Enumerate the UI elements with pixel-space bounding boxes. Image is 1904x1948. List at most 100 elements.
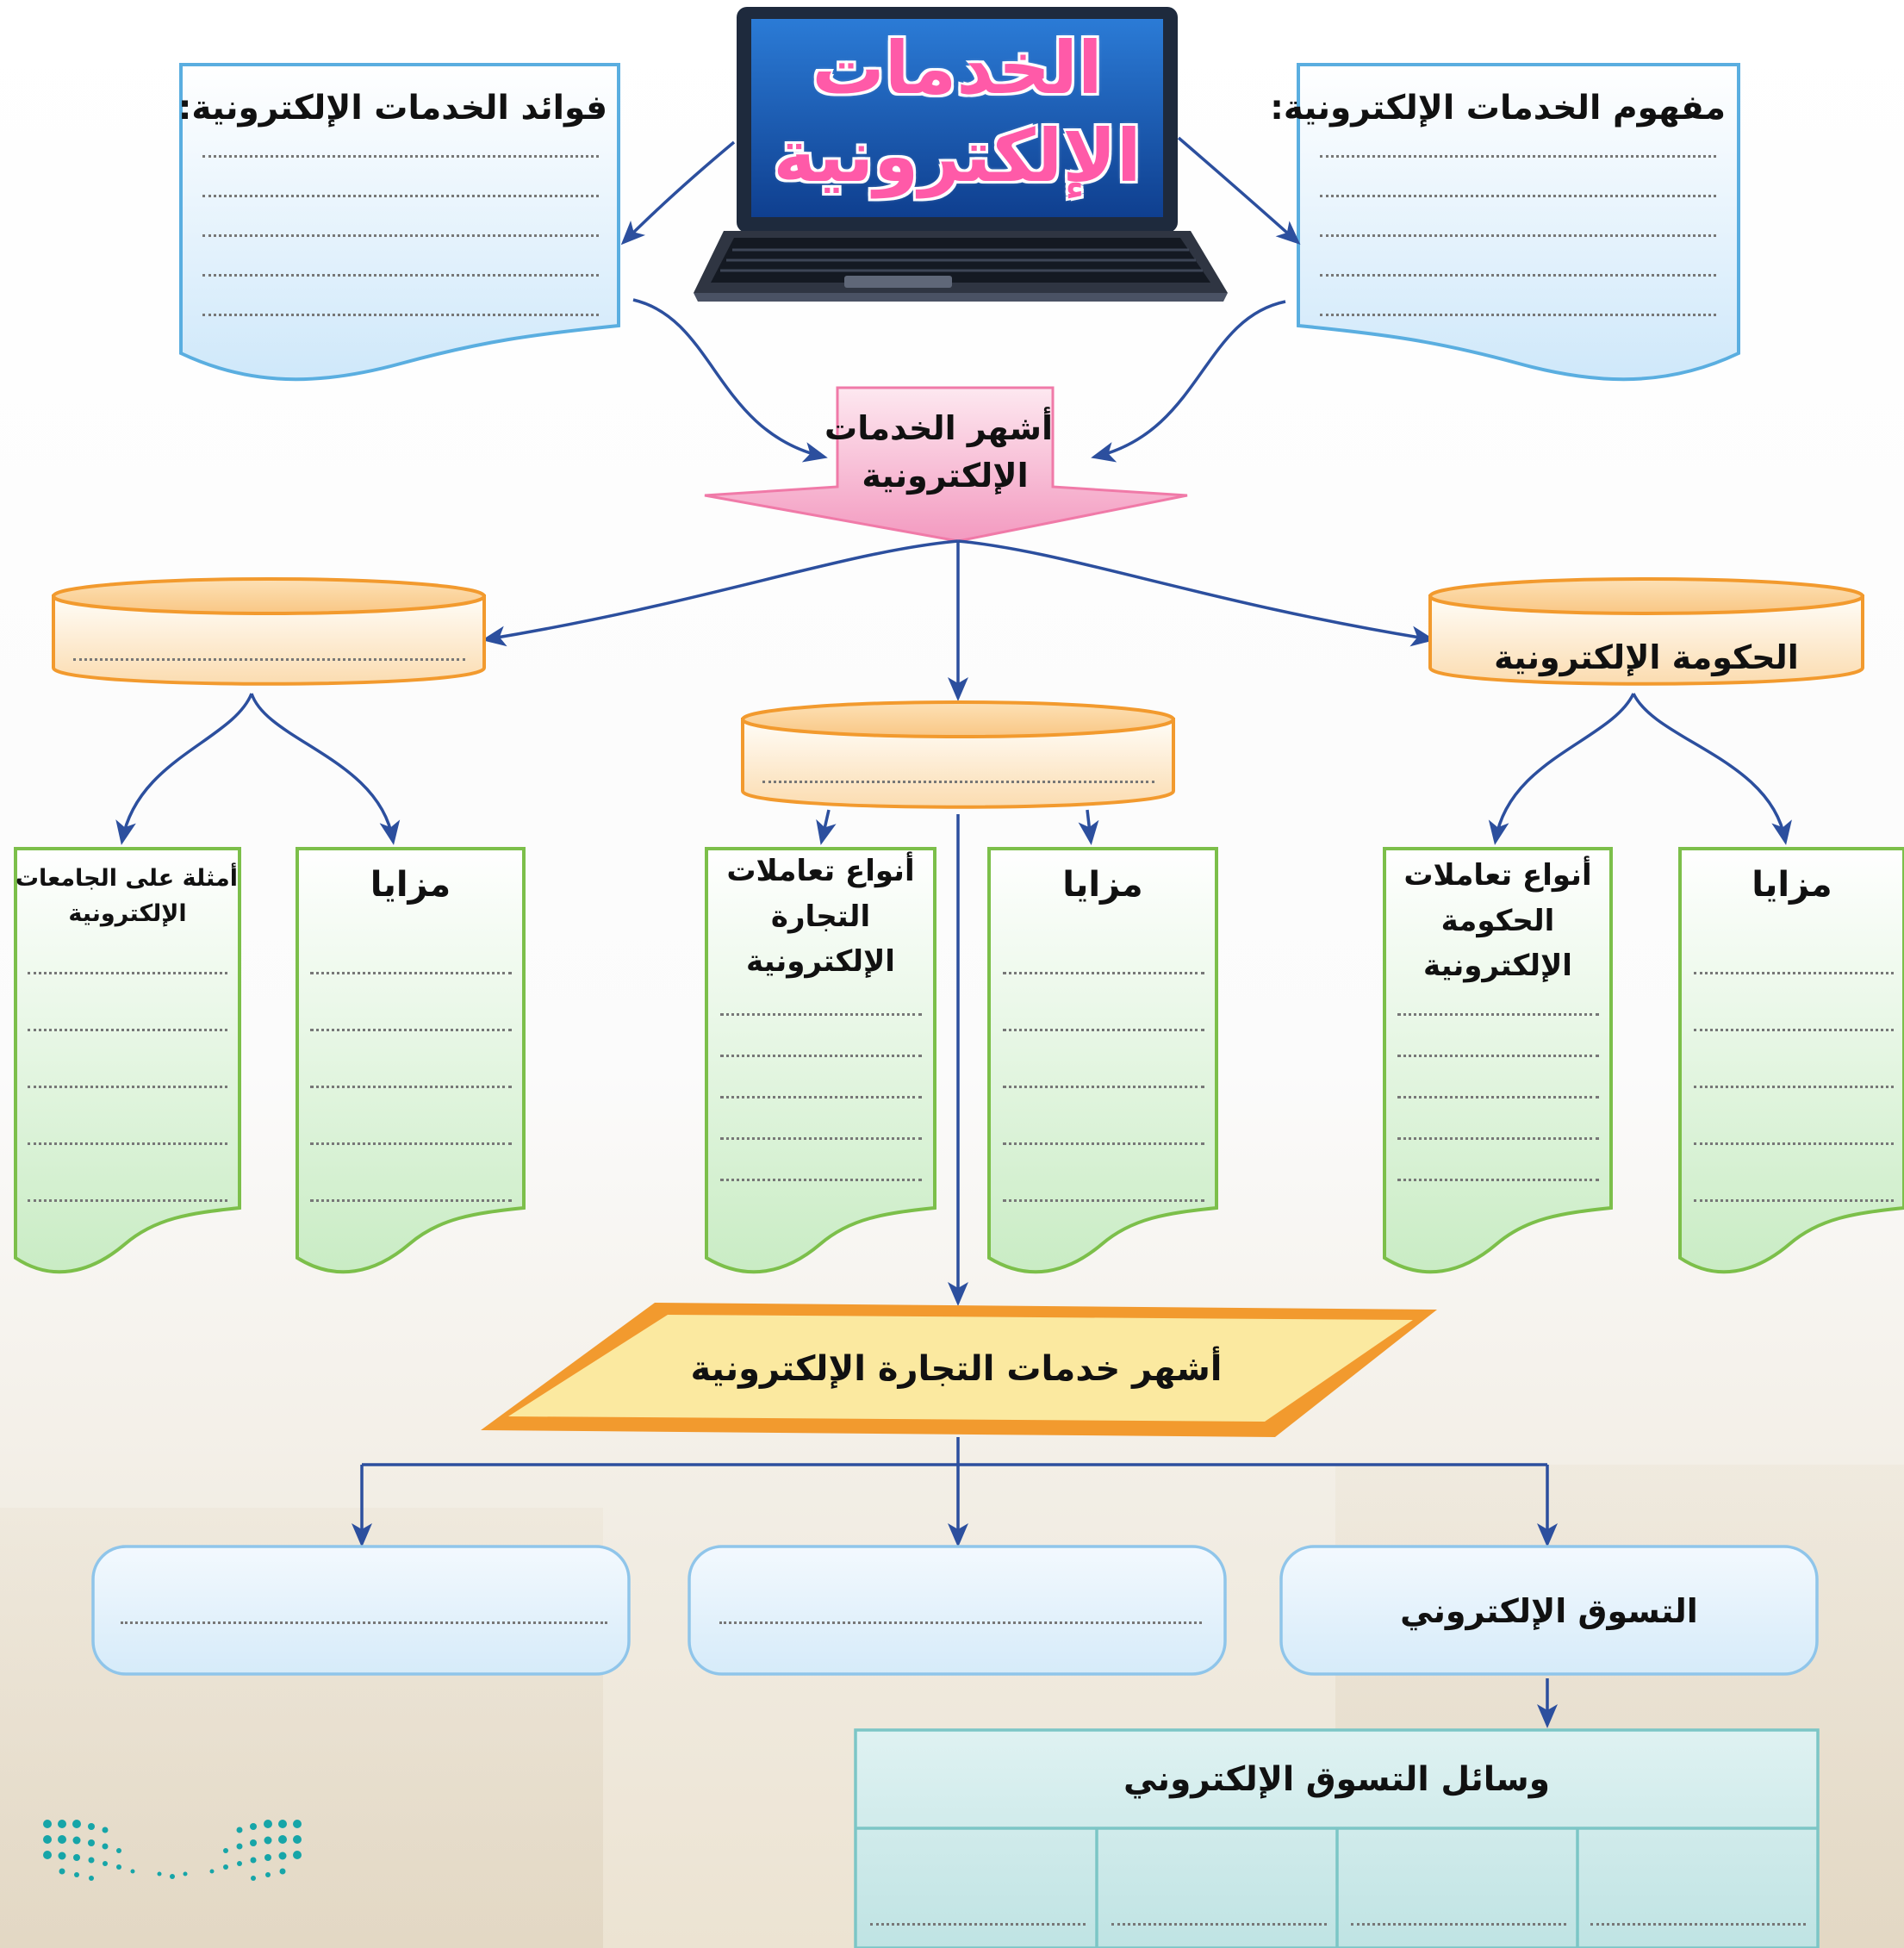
answer-line — [1003, 1029, 1204, 1031]
answer-line — [720, 1055, 922, 1057]
arrow-third-to-examples — [115, 693, 253, 845]
ecommerce-item-1-label: التسوق الإلكتروني — [1400, 1592, 1698, 1630]
ecommerce-types-line-2: التجارة — [770, 899, 871, 934]
ecommerce-services-label: أشهر خدمات التجارة الإلكترونية — [690, 1349, 1223, 1389]
arrow-egov-to-types — [1488, 693, 1635, 845]
main-title-line-2: الإلكترونية — [773, 114, 1142, 199]
answer-line — [28, 1029, 227, 1031]
ecommerce-advantages-label: مزايا — [1062, 865, 1143, 905]
laptop-icon — [694, 7, 1228, 302]
answer-line — [1694, 972, 1894, 974]
answer-line — [310, 1086, 512, 1088]
popular-services-line-1: أشهر الخدمات — [824, 409, 1053, 447]
answer-line — [1694, 1199, 1894, 1202]
arrow-to-egov-branch — [957, 539, 1435, 647]
egov-advantages-label: مزايا — [1752, 865, 1832, 905]
ecommerce-types-line-3: الإلكترونية — [746, 944, 895, 980]
popular-services-shape — [704, 386, 1188, 543]
answer-line — [762, 781, 1154, 783]
concept-label: مفهوم الخدمات الإلكترونية: — [1270, 89, 1726, 128]
egov-types-line-2: الحكومة — [1440, 903, 1555, 938]
ecommerce-services-shape — [481, 1303, 1437, 1437]
arrow-concept-to-popular — [1091, 300, 1286, 463]
answer-line — [1111, 1923, 1327, 1926]
answer-line — [202, 314, 599, 316]
third-advantages-doc-shape — [296, 847, 526, 1274]
answer-line — [202, 274, 599, 277]
answer-line — [28, 1199, 227, 1202]
answer-line — [1003, 972, 1204, 974]
answer-line — [1694, 1086, 1894, 1088]
third-examples-label: أمثلة على الجامعات الإلكترونية — [15, 862, 238, 931]
answer-line — [1397, 1055, 1599, 1057]
egov-types-line-1: أنواع تعاملات — [1403, 858, 1592, 893]
benefits-label: فوائد الخدمات الإلكترونية: — [177, 89, 607, 128]
arrow-egov-to-advantages — [1632, 693, 1792, 845]
answer-line — [310, 1199, 512, 1202]
answer-line — [1320, 234, 1716, 237]
answer-line — [719, 1621, 1202, 1624]
answer-line — [1003, 1199, 1204, 1202]
eshopping-means-table — [854, 1728, 1820, 1948]
popular-services-line-2: الإلكترونية — [862, 457, 1029, 495]
main-title: الخدمات الإلكترونية — [751, 24, 1163, 215]
answer-line — [1320, 274, 1716, 277]
benefits-doc-shape — [179, 63, 620, 382]
answer-line — [1320, 195, 1716, 197]
answer-line — [1397, 1179, 1599, 1181]
concept-doc-shape — [1297, 63, 1740, 382]
egov-types-doc-shape — [1383, 847, 1613, 1274]
answer-line — [720, 1137, 922, 1140]
arrow-to-third-branch — [482, 539, 959, 647]
answer-line — [1397, 1137, 1599, 1140]
answer-line — [1397, 1013, 1599, 1016]
egov-types-label: أنواع تعاملات الحكومة الإلكترونية — [1386, 853, 1609, 989]
egov-types-line-3: الإلكترونية — [1423, 949, 1572, 984]
answer-line — [28, 1142, 227, 1145]
third-examples-doc-shape — [14, 847, 241, 1274]
ecommerce-item-1-box — [1279, 1545, 1819, 1676]
arrow-benefits-to-popular — [632, 298, 828, 463]
third-advantages-label: مزايا — [370, 865, 451, 905]
answer-line — [28, 1086, 227, 1088]
answer-line — [1003, 1086, 1204, 1088]
answer-line — [202, 155, 599, 158]
arrow-ecom-to-types — [816, 809, 837, 845]
answer-line — [1003, 1142, 1204, 1145]
ecommerce-advantages-doc-shape — [987, 847, 1218, 1274]
answer-line — [720, 1096, 922, 1098]
answer-line — [202, 195, 599, 197]
answer-line — [720, 1013, 922, 1016]
answer-line — [1397, 1096, 1599, 1098]
egov-branch-cylinder — [1428, 577, 1864, 686]
answer-line — [310, 1142, 512, 1145]
answer-line — [1320, 314, 1716, 316]
answer-line — [1590, 1923, 1806, 1926]
popular-services-label: أشهر الخدمات الإلكترونية — [824, 405, 1053, 500]
answer-line — [1694, 1142, 1894, 1145]
arrow-laptop-to-benefits — [620, 140, 736, 246]
eshopping-means-header: وسائل التسوق الإلكتروني — [1123, 1760, 1551, 1799]
arrow-third-to-advantages — [250, 693, 401, 845]
ecommerce-branch-cylinder — [741, 700, 1175, 809]
third-examples-line-1: أمثلة على الجامعات — [15, 865, 238, 892]
ecommerce-types-label: أنواع تعاملات التجارة الإلكترونية — [708, 849, 933, 985]
answer-line — [1694, 1029, 1894, 1031]
answer-line — [310, 1029, 512, 1031]
answer-line — [73, 658, 465, 661]
ecommerce-types-doc-shape — [705, 847, 936, 1274]
ecommerce-types-line-1: أنواع تعاملات — [726, 854, 915, 888]
third-examples-line-2: الإلكترونية — [68, 899, 187, 927]
egov-advantages-doc-shape — [1678, 847, 1904, 1274]
answer-line — [1320, 155, 1716, 158]
answer-line — [121, 1621, 607, 1624]
answer-line — [720, 1179, 922, 1181]
main-title-line-1: الخدمات — [812, 26, 1103, 110]
egov-branch-label: الحكومة الإلكترونية — [1494, 638, 1799, 676]
answer-line — [202, 234, 599, 237]
ecommerce-items-connector — [352, 1437, 1558, 1547]
ministry-logo-icon — [43, 1820, 302, 1881]
ecommerce-item-2-box — [688, 1545, 1227, 1676]
